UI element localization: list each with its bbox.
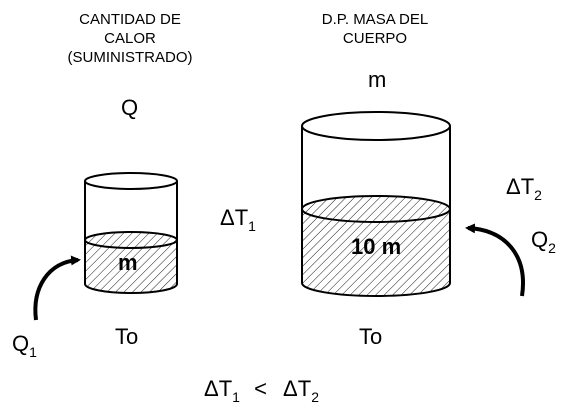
right-heading-line-1: D.P. MASA DEL bbox=[321, 11, 429, 28]
left-initial-temp: To bbox=[115, 324, 139, 349]
delta-t1-sub: 1 bbox=[248, 218, 256, 234]
large-cylinder bbox=[301, 111, 451, 297]
relation-operator: < bbox=[254, 376, 267, 401]
q2-label: Q2 bbox=[531, 227, 556, 256]
right-heading-line-2: CUERPO bbox=[342, 30, 408, 47]
right-symbol: m bbox=[368, 67, 387, 92]
large-cylinder-rim bbox=[301, 111, 451, 141]
q1-base: Q bbox=[12, 331, 30, 356]
large-cylinder-liquid-surface bbox=[301, 195, 451, 223]
q1-label: Q1 bbox=[12, 331, 37, 360]
heat-arrow-1 bbox=[33, 255, 81, 321]
q1-sub: 1 bbox=[29, 344, 37, 360]
large-cylinder-base bbox=[301, 282, 451, 297]
left-heading-line-3: (SUMINISTRADO) bbox=[67, 49, 193, 66]
right-initial-temp: To bbox=[359, 324, 383, 349]
small-cylinder-label: m bbox=[118, 250, 138, 275]
q2-sub: 2 bbox=[548, 240, 556, 256]
relation-rhs-sub: 2 bbox=[311, 389, 319, 405]
delta-t1-base: ΔT bbox=[220, 205, 249, 230]
large-cylinder-label: 10 m bbox=[351, 234, 402, 259]
heat-arrow-2 bbox=[465, 223, 525, 297]
left-heading-line-2: CALOR bbox=[104, 30, 156, 47]
relation-lhs-base: ΔT bbox=[204, 376, 233, 401]
delta-t2-base: ΔT bbox=[506, 174, 535, 199]
small-cylinder bbox=[84, 172, 178, 294]
relation-lhs-sub: 1 bbox=[232, 389, 240, 405]
relation: ΔT1 < ΔT2 bbox=[204, 376, 319, 405]
small-cylinder-base bbox=[84, 283, 178, 294]
small-cylinder-liquid-surface bbox=[84, 231, 178, 249]
delta-t2-sub: 2 bbox=[534, 187, 542, 203]
right-heading: D.P. MASA DEL CUERPO bbox=[300, 10, 450, 48]
small-cylinder-rim bbox=[84, 172, 178, 190]
left-heading: CANTIDAD DE CALOR (SUMINISTRADO) bbox=[40, 10, 220, 67]
delta-t1-label: ΔT1 bbox=[220, 205, 256, 234]
q2-base: Q bbox=[531, 227, 549, 252]
left-heading-line-1: CANTIDAD DE bbox=[79, 11, 181, 28]
left-symbol: Q bbox=[121, 95, 139, 120]
relation-rhs-base: ΔT bbox=[283, 376, 312, 401]
delta-t2-label: ΔT2 bbox=[506, 174, 542, 203]
